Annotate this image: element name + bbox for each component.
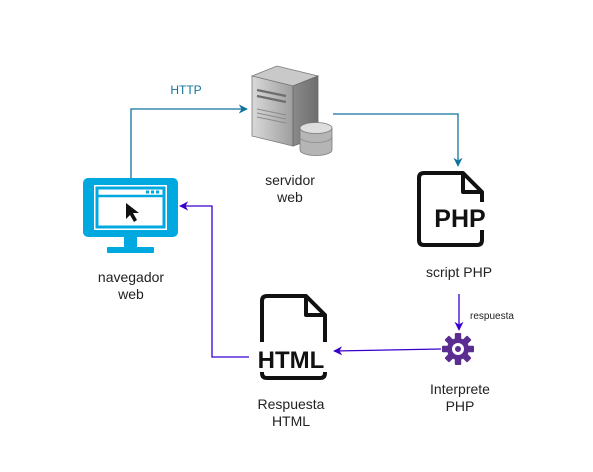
edge-html-to-browser bbox=[179, 201, 249, 358]
edge-respuesta-label: respuesta bbox=[470, 311, 514, 322]
edge-interpreter-to-html bbox=[333, 346, 442, 356]
monitor-browser-icon bbox=[83, 178, 178, 253]
php-file-text: PHP bbox=[434, 205, 485, 233]
server-database-icon bbox=[250, 65, 333, 156]
interpreter-label-line2: PHP bbox=[446, 398, 475, 414]
html-file-text: HTML bbox=[258, 347, 325, 374]
edge-browser-to-server bbox=[130, 104, 248, 178]
server-label-line1: servidor bbox=[265, 172, 315, 188]
html-file-icon: HTML bbox=[249, 294, 333, 380]
php-file-icon: PHP bbox=[417, 171, 491, 247]
interpreter-label-line1: Interprete bbox=[430, 381, 490, 397]
edge-server-to-php bbox=[333, 113, 463, 167]
browser-label-line1: navegador bbox=[98, 269, 165, 285]
php-script-label: script PHP bbox=[426, 264, 492, 280]
server-label-line2: web bbox=[276, 189, 303, 205]
html-response-label-line2: HTML bbox=[272, 413, 310, 429]
edge-http-label: HTTP bbox=[170, 83, 201, 97]
gear-icon bbox=[442, 333, 474, 365]
html-response-label-line1: Respuesta bbox=[258, 396, 325, 412]
browser-label-line2: web bbox=[117, 286, 144, 302]
